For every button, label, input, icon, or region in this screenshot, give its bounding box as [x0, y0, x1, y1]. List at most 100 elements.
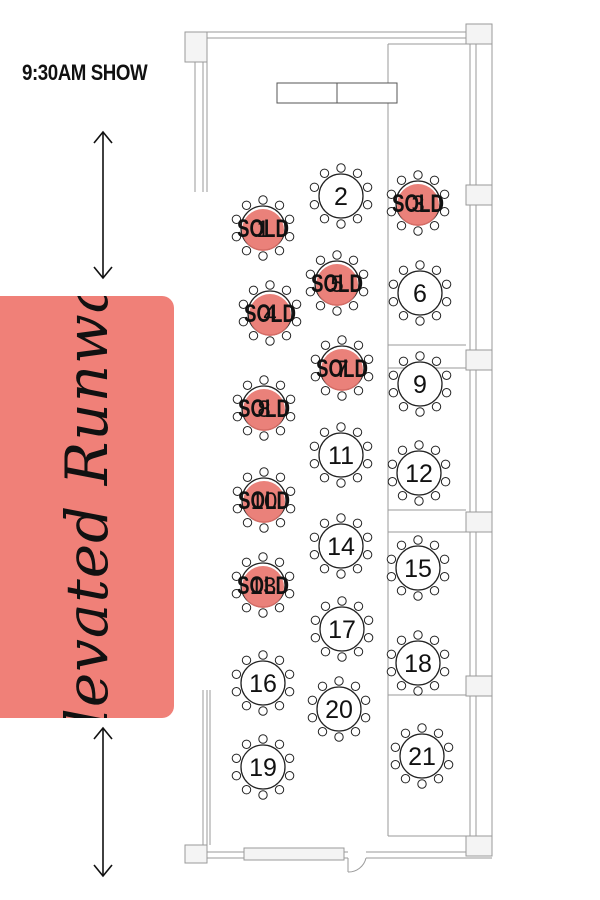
- sold-marker: [242, 566, 284, 608]
- chair: [429, 175, 440, 186]
- chair: [274, 200, 285, 211]
- chair: [353, 647, 364, 657]
- chair: [258, 608, 268, 618]
- chair: [362, 182, 373, 193]
- table-19[interactable]: 19: [231, 734, 295, 800]
- table-number: 8: [257, 396, 270, 423]
- chair: [433, 728, 444, 738]
- chair: [274, 603, 285, 613]
- chair: [429, 221, 440, 231]
- table-number: 20: [325, 696, 353, 724]
- chair: [242, 518, 253, 528]
- table-number: 13: [250, 573, 277, 600]
- chair: [284, 669, 295, 679]
- table-6[interactable]: 6: [388, 260, 452, 326]
- chair: [274, 655, 285, 665]
- table-15[interactable]: 15: [386, 535, 450, 601]
- chair: [413, 630, 423, 640]
- chair: [258, 251, 268, 261]
- table-18[interactable]: 18: [386, 630, 450, 696]
- chair: [310, 615, 321, 625]
- table-top: [395, 545, 441, 591]
- table-top: [240, 744, 286, 790]
- chair: [275, 426, 286, 436]
- chair: [258, 790, 268, 800]
- chair: [231, 687, 242, 697]
- chair: [231, 232, 242, 242]
- chair: [259, 467, 269, 477]
- chair: [336, 219, 346, 229]
- chair: [430, 445, 441, 455]
- sold-label: SOLD: [238, 487, 290, 515]
- chair: [352, 564, 363, 574]
- chair: [336, 569, 346, 579]
- table-16[interactable]: 16: [231, 650, 295, 716]
- chair: [352, 168, 363, 179]
- chair: [231, 771, 242, 781]
- chair: [309, 182, 320, 193]
- chair: [320, 386, 331, 396]
- table-number: 11: [328, 442, 354, 470]
- table-21[interactable]: 21: [390, 723, 454, 789]
- table-number: 3: [411, 191, 424, 218]
- chair: [362, 200, 373, 210]
- chair: [259, 523, 269, 533]
- chair: [319, 518, 330, 528]
- table-number: 10: [251, 488, 278, 515]
- table-number: 9: [413, 371, 427, 399]
- table-top: [318, 432, 364, 478]
- chair: [388, 388, 399, 398]
- table-20[interactable]: 20: [307, 676, 371, 742]
- chair: [274, 739, 285, 749]
- chair: [310, 372, 321, 382]
- chair: [334, 676, 344, 686]
- chair: [358, 269, 369, 279]
- chair: [319, 427, 330, 437]
- chair: [334, 732, 344, 742]
- elevated-runway: Elevated Runway: [0, 296, 174, 718]
- chair: [337, 391, 347, 401]
- chair: [337, 335, 347, 345]
- chair: [441, 370, 452, 380]
- chair: [284, 687, 295, 697]
- table-9[interactable]: 9: [388, 351, 452, 417]
- chair: [238, 317, 249, 327]
- chair: [274, 557, 285, 567]
- chair: [415, 407, 425, 417]
- chair: [353, 340, 364, 350]
- table-14[interactable]: 14: [309, 513, 373, 579]
- chair: [430, 491, 441, 501]
- chair: [413, 686, 423, 696]
- chair: [291, 317, 302, 327]
- chair: [285, 504, 296, 514]
- table-12[interactable]: 12: [387, 440, 451, 506]
- table-number: 1: [256, 216, 269, 243]
- table-number: 7: [335, 356, 348, 383]
- chair: [284, 232, 295, 242]
- bar-counter: [276, 82, 398, 104]
- chair: [242, 380, 253, 390]
- chair: [429, 540, 440, 550]
- table-11[interactable]: 11: [309, 422, 373, 488]
- table-top: [399, 733, 445, 779]
- chair: [415, 260, 425, 270]
- table-number: 5: [330, 271, 343, 298]
- chair: [309, 200, 320, 210]
- chair: [241, 200, 252, 211]
- chair: [439, 649, 450, 659]
- table-17[interactable]: 17: [310, 596, 374, 662]
- sold-label: SOLD: [244, 300, 296, 328]
- table-2[interactable]: 2: [309, 163, 373, 229]
- chair: [332, 250, 342, 260]
- chair: [441, 279, 452, 289]
